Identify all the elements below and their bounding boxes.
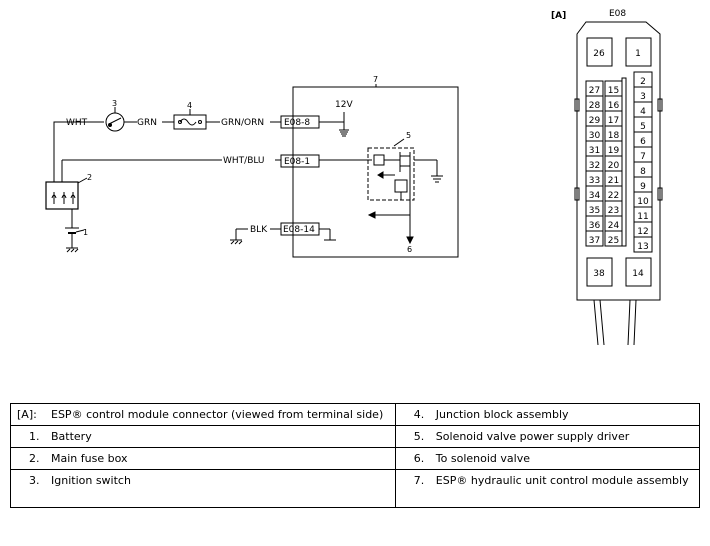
legend-cell: 6. To solenoid valve <box>394 447 701 470</box>
terminal-label-e08-1: E08-1 <box>284 157 310 167</box>
legend-key-a: [A]: <box>17 408 37 421</box>
pin-37: 37 <box>589 236 600 246</box>
pin-20: 20 <box>608 161 620 171</box>
pin-15: 15 <box>608 86 619 96</box>
pin-11: 11 <box>637 212 648 222</box>
legend-text-2: Main fuse box <box>51 452 128 465</box>
callout-4: 4 <box>187 101 192 110</box>
legend-row: 3. Ignition switch 7. ESP® hydraulic unit … <box>10 469 701 508</box>
callout-3: 3 <box>112 99 117 108</box>
voltage-label: 12V <box>335 100 353 110</box>
callout-1: 1 <box>83 228 88 237</box>
callout-2: 2 <box>87 173 92 182</box>
legend-text-1: Battery <box>51 430 92 443</box>
pin-2: 2 <box>640 77 646 87</box>
pin-7: 7 <box>640 152 646 162</box>
pin-12: 12 <box>637 227 648 237</box>
legend-cell: 7. ESP® hydraulic unit control module ass… <box>394 469 701 508</box>
legend-text-4: Junction block assembly <box>435 408 569 421</box>
pin-cell <box>585 230 604 247</box>
wire-label-grn: GRN <box>137 118 157 128</box>
pin-18: 18 <box>608 131 620 141</box>
legend-text-a: ESP® control module connector (viewed fr… <box>51 408 384 421</box>
connector-outline <box>576 21 661 301</box>
pin-9: 9 <box>640 182 646 192</box>
pin-22: 22 <box>608 191 619 201</box>
legend-text-3: Ignition switch <box>51 474 131 487</box>
pin-29: 29 <box>589 116 601 126</box>
terminal-e08-1 <box>280 154 320 168</box>
pin-34: 34 <box>589 191 601 201</box>
pin-4: 4 <box>640 107 646 117</box>
wiring-diagram: WHT GRN GRN/ORN WHT/BLU BLK E08-8 E08-1 … <box>45 9 663 346</box>
pin-8: 8 <box>640 167 646 177</box>
pin-10: 10 <box>637 197 649 207</box>
pin-13: 13 <box>637 242 648 252</box>
legend-key-5: 5. <box>413 430 425 443</box>
legend-row: 1. Battery 5. Solenoid valve power supply … <box>10 425 701 448</box>
pin-25: 25 <box>608 236 619 246</box>
pin-6: 6 <box>640 137 646 147</box>
pin-23: 23 <box>608 206 619 216</box>
pin-17: 17 <box>608 116 619 126</box>
pin-cell <box>604 230 623 247</box>
pin-33: 33 <box>589 176 600 186</box>
pin-27: 27 <box>589 86 600 96</box>
terminal-label-e08-8: E08-8 <box>284 118 310 128</box>
legend-key-4: 4. <box>413 408 425 421</box>
pin-36: 36 <box>589 221 601 231</box>
legend-table: [A]: ESP® control module connector (viewe… <box>10 403 701 508</box>
legend-key-7: 7. <box>413 474 425 487</box>
pin-cell <box>633 236 653 253</box>
callout-5: 5 <box>406 131 411 140</box>
pin-35: 35 <box>589 206 600 216</box>
callout-6: 6 <box>407 245 412 254</box>
legend-cell: 4. Junction block assembly <box>394 403 701 426</box>
legend-key-2: 2. <box>29 452 40 465</box>
wire-label-blk: BLK <box>250 225 268 235</box>
connector-view-label: [A] <box>551 11 566 21</box>
legend-text-6: To solenoid valve <box>435 452 530 465</box>
control-module-box <box>292 86 459 258</box>
legend-key-3: 3. <box>29 474 40 487</box>
pin-38: 38 <box>593 269 605 279</box>
ignition-switch-symbol <box>105 112 125 132</box>
connector-name: E08 <box>609 9 626 19</box>
pin-21: 21 <box>608 176 619 186</box>
legend-cell: 2. Main fuse box <box>10 447 396 470</box>
legend-cell: 3. Ignition switch <box>10 469 396 508</box>
pin-24: 24 <box>608 221 620 231</box>
legend-text-5: Solenoid valve power supply driver <box>435 430 630 443</box>
legend-key-6: 6. <box>413 452 425 465</box>
wire-label-wht: WHT <box>66 118 88 128</box>
legend-cell: 1. Battery <box>10 425 396 448</box>
legend-cell: [A]: ESP® control module connector (viewe… <box>10 403 396 426</box>
pin-32: 32 <box>589 161 600 171</box>
pin-5: 5 <box>640 122 646 132</box>
callout-7: 7 <box>373 75 378 84</box>
pin-14: 14 <box>632 269 644 279</box>
wire-label-wht-blu: WHT/BLU <box>223 156 265 166</box>
pin-26: 26 <box>593 49 605 59</box>
legend-key-1: 1. <box>29 430 40 443</box>
pin-19: 19 <box>608 146 620 156</box>
wire-label-grn-orn: GRN/ORN <box>221 118 264 128</box>
terminal-label-e08-14: E08-14 <box>283 225 315 235</box>
legend-row: 2. Main fuse box 6. To solenoid valve <box>10 447 701 470</box>
pin-31: 31 <box>589 146 600 156</box>
pin-3: 3 <box>640 92 646 102</box>
pin-28: 28 <box>589 101 601 111</box>
pin-1: 1 <box>635 49 641 59</box>
pin-30: 30 <box>589 131 601 141</box>
legend-cell: 5. Solenoid valve power supply driver <box>394 425 701 448</box>
pin-16: 16 <box>608 101 620 111</box>
legend-row: [A]: ESP® control module connector (viewe… <box>10 403 701 426</box>
legend-text-7: ESP® hydraulic unit control module assem… <box>435 474 689 487</box>
solenoid-driver-box <box>367 147 415 201</box>
